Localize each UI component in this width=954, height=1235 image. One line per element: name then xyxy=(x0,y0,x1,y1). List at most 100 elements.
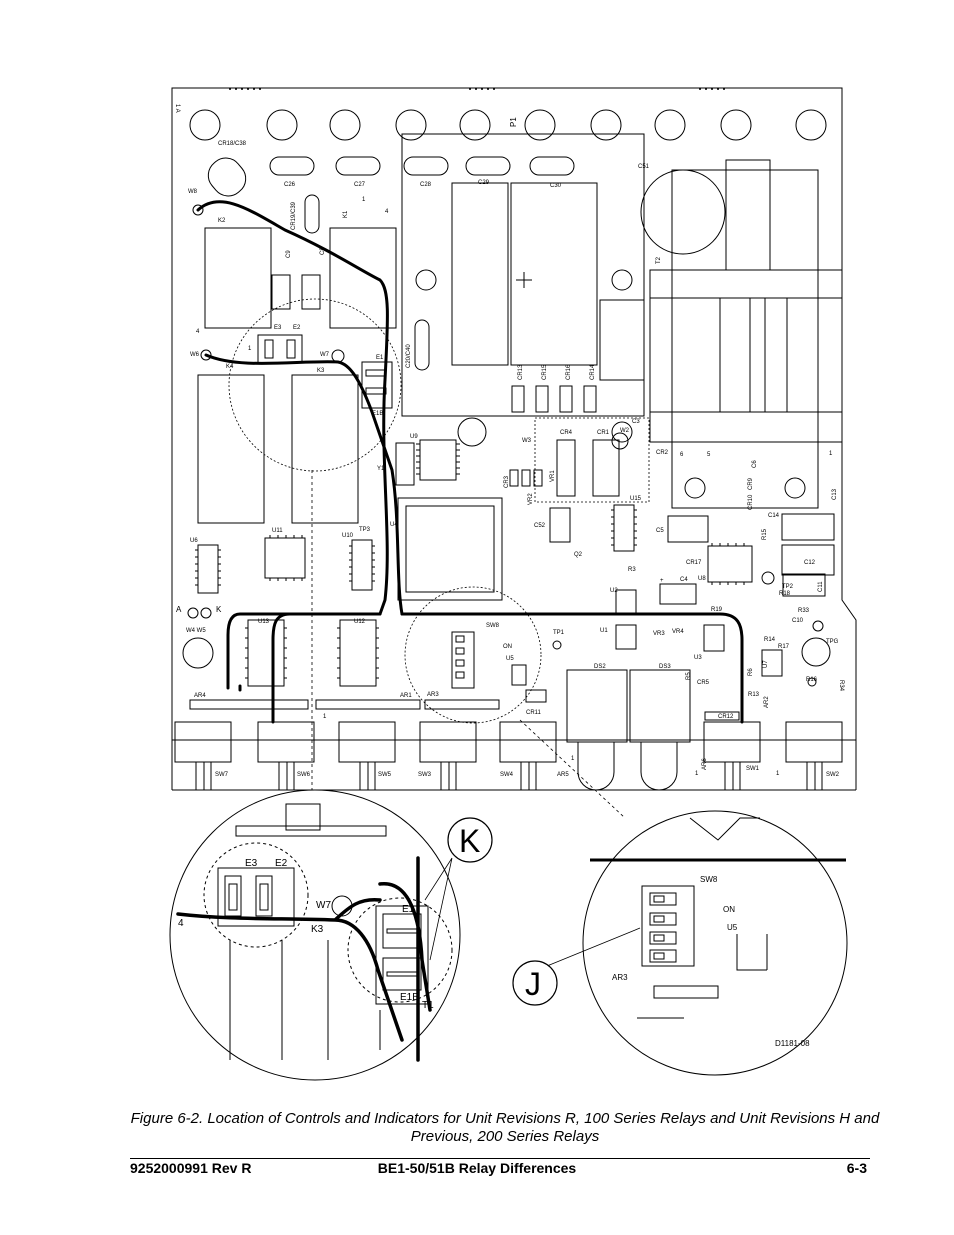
switches-row xyxy=(174,721,843,790)
wire-points xyxy=(192,204,629,450)
label-c14: C14 xyxy=(768,513,780,519)
label-r3: R3 xyxy=(628,567,636,573)
label-cr11: CR11 xyxy=(526,710,542,716)
label-sw3: SW3 xyxy=(418,772,432,778)
label-plus: + xyxy=(660,578,664,584)
label-u9: U9 xyxy=(410,434,418,440)
label-c5: C5 xyxy=(656,528,664,534)
label-cr9: CR9 xyxy=(748,477,754,490)
label-1-k1: 1 xyxy=(362,197,366,203)
label-cr14: CR14 xyxy=(590,364,596,380)
wire-harness xyxy=(196,200,744,724)
label-y1: Y1 xyxy=(377,466,385,472)
label-sw1: SW1 xyxy=(746,766,760,772)
label-4-k2: 4 xyxy=(196,329,200,335)
label-vr2: VR2 xyxy=(528,493,534,505)
label-w4-w5: W4 W5 xyxy=(186,628,206,634)
label-cr13: CR13 xyxy=(518,364,524,380)
label-5: 5 xyxy=(707,452,711,458)
label-r6: R6 xyxy=(748,668,754,676)
label-sw5: SW5 xyxy=(378,772,392,778)
label-k-small: K xyxy=(216,605,222,614)
inset-label-w7: W7 xyxy=(316,900,331,911)
circuit-board-diagram: 1 A C26 C27 C28 C29 C30 C51 CR18/C38 CR1… xyxy=(169,87,857,1081)
label-k3: K3 xyxy=(317,368,325,374)
footer-page-number: 6-3 xyxy=(846,1160,867,1176)
area-c3-box xyxy=(534,417,650,503)
label-vr4: VR4 xyxy=(672,629,684,635)
label-1-sw1: 1 xyxy=(695,771,699,777)
label-c27: C27 xyxy=(354,182,366,188)
label-sw2: SW2 xyxy=(826,772,840,778)
inset-label-e1: E1 xyxy=(402,904,415,915)
label-c52: C52 xyxy=(534,523,546,529)
label-ar5: AR5 xyxy=(557,772,569,778)
resistor-arrays xyxy=(189,689,740,721)
led-indicators xyxy=(566,669,691,791)
label-4-k1: 4 xyxy=(385,209,389,215)
footer-doc-number: 9252000991 Rev R xyxy=(130,1160,252,1176)
label-1-ar1: 1 xyxy=(323,714,327,720)
diode-row xyxy=(509,385,620,497)
label-c26: C26 xyxy=(284,182,296,188)
label-t2: T2 xyxy=(656,256,662,264)
label-r17: R17 xyxy=(778,644,790,650)
board-outline xyxy=(171,87,857,791)
label-cr12: CR12 xyxy=(718,714,734,720)
label-r14: R14 xyxy=(764,637,776,643)
label-tp1: TP1 xyxy=(553,630,565,636)
label-cr16: CR16 xyxy=(566,364,572,380)
label-sw6: SW6 xyxy=(297,772,311,778)
integrated-circuits xyxy=(197,439,835,687)
label-ds3: DS3 xyxy=(659,664,671,670)
label-c6: C6 xyxy=(752,460,758,468)
label-vr1: VR1 xyxy=(550,470,556,482)
label-e3-small: E3 xyxy=(274,325,282,331)
label-c30: C30 xyxy=(550,183,562,189)
label-6: 6 xyxy=(680,452,684,458)
drawing-number: D1181-08 xyxy=(775,1039,810,1048)
label-c11: C11 xyxy=(818,581,824,592)
label-cr19-c39: CR19/C39 xyxy=(291,201,297,230)
label-ar1: AR1 xyxy=(400,693,412,699)
edge-marks xyxy=(229,88,725,90)
label-cr2: CR2 xyxy=(656,450,669,456)
label-u4: U4 xyxy=(390,522,398,528)
label-1-sw2: 1 xyxy=(776,771,780,777)
label-sw7: SW7 xyxy=(215,772,229,778)
label-u6: U6 xyxy=(190,538,198,544)
label-c12: C12 xyxy=(804,560,816,566)
label-u12: U12 xyxy=(354,619,366,625)
label-q2: Q2 xyxy=(574,552,583,558)
label-tp3: TP3 xyxy=(359,527,371,533)
label-r15: R15 xyxy=(762,528,768,540)
label-w7: W7 xyxy=(320,352,330,358)
label-k4: K4 xyxy=(226,364,234,370)
label-c9: C9 xyxy=(286,250,292,258)
label-r5: R5 xyxy=(686,672,692,680)
label-p1: P1 xyxy=(509,117,518,127)
label-c8: C8 xyxy=(320,247,326,255)
edge-mark-label: 1 A xyxy=(174,104,180,113)
label-ar3-small: AR3 xyxy=(427,692,439,698)
inset-label-4: 4 xyxy=(178,918,184,929)
label-r18: R18 xyxy=(779,591,791,597)
inset-label-sw8: SW8 xyxy=(700,875,718,884)
label-cr17: CR17 xyxy=(686,560,702,566)
label-r13: R13 xyxy=(748,692,760,698)
label-e2-small: E2 xyxy=(293,325,301,331)
label-tpg: TPG xyxy=(826,639,839,645)
label-c20-c40: C20/C40 xyxy=(406,344,412,368)
label-u7: U7 xyxy=(763,660,769,668)
inset-sw8 xyxy=(512,810,848,1076)
label-c10: C10 xyxy=(792,618,804,624)
label-ds2: DS2 xyxy=(594,664,606,670)
figure-caption: Figure 6-2. Location of Controls and Ind… xyxy=(130,1110,880,1145)
label-w6: W6 xyxy=(190,352,200,358)
label-r19: R19 xyxy=(711,607,723,613)
test-points-ak xyxy=(182,571,831,687)
label-u2: U2 xyxy=(610,588,618,594)
label-sw8-small: SW8 xyxy=(486,623,500,629)
label-w2: W2 xyxy=(620,428,630,434)
label-cr1: CR1 xyxy=(597,430,610,436)
